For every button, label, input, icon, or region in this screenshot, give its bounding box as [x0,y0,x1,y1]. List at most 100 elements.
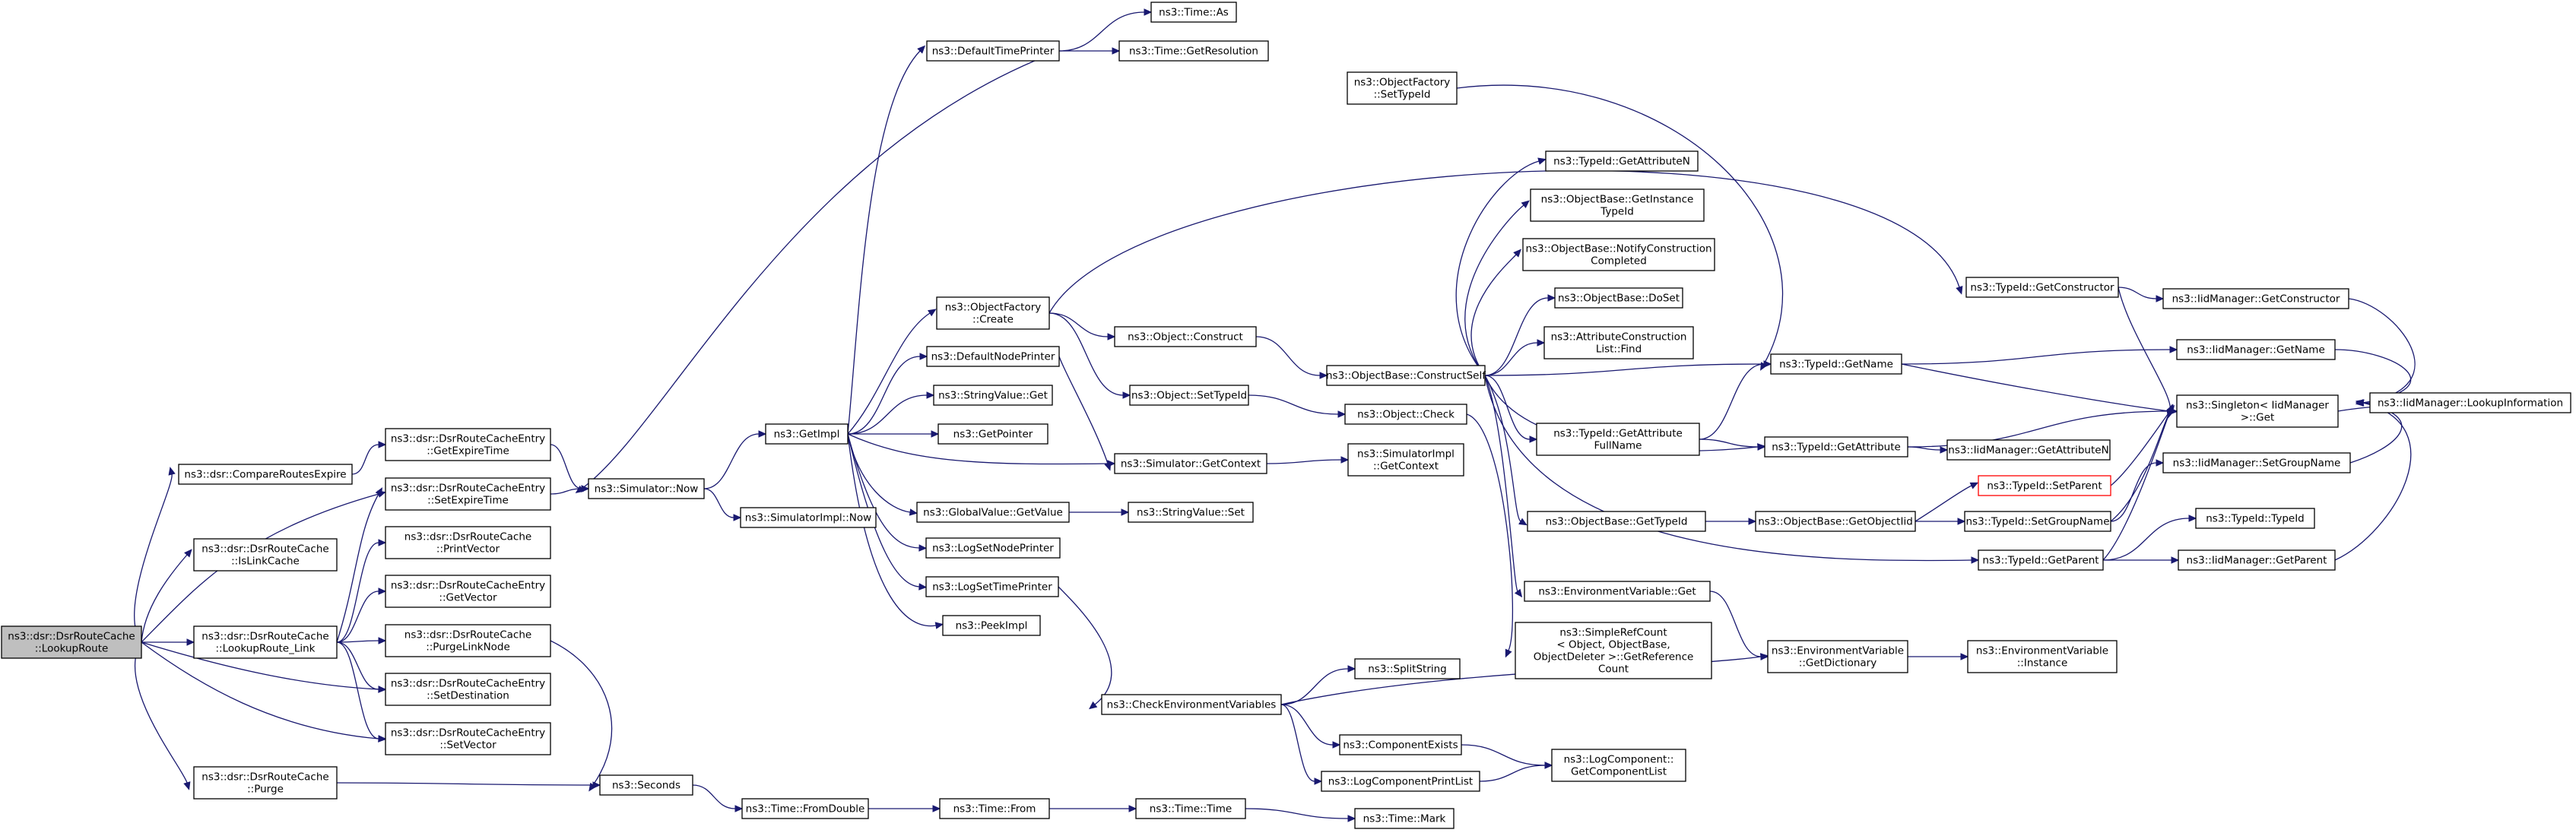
node-simnow[interactable]: ns3::Simulator::Now [588,478,705,499]
node-iidgetparent[interactable]: ns3::IidManager::GetParent [2178,549,2336,571]
node-islinkcache[interactable]: ns3::dsr::DsrRouteCache::IsLinkCache [193,538,338,572]
node-objectbasegettypeid[interactable]: ns3::ObjectBase::GetTypeId [1527,511,1706,532]
node-logsettimeprinter[interactable]: ns3::LogSetTimePrinter [925,576,1059,597]
node-typeidgetconstructor[interactable]: ns3::TypeId::GetConstructor [1965,277,2119,298]
node-doset[interactable]: ns3::ObjectBase::DoSet [1554,287,1683,309]
node-timegetresolution[interactable]: ns3::Time::GetResolution [1118,40,1269,62]
node-label: ::Instance [2017,657,2068,670]
node-label: ns3::PeekImpl [956,620,1028,632]
node-stringvalueget[interactable]: ns3::StringValue::Get [933,385,1053,406]
node-fromdouble[interactable]: ns3::Time::FromDouble [741,798,869,819]
node-timetime[interactable]: ns3::Time::Time [1135,798,1246,819]
node-lookuproute_link[interactable]: ns3::dsr::DsrRouteCache::LookupRoute_Lin… [193,625,338,659]
edge-purge-to-seconds [336,781,601,789]
node-setdestination[interactable]: ns3::dsr::DsrRouteCacheEntry::SetDestina… [385,673,551,706]
node-printvector[interactable]: ns3::dsr::DsrRouteCache::PrintVector [385,526,551,559]
node-envinstance[interactable]: ns3::EnvironmentVariable::Instance [1967,640,2118,673]
edge-objectcheck-to-simplerefcount [1466,413,1514,658]
node-notifyconstruction[interactable]: ns3::ObjectBase::NotifyConstructionCompl… [1522,238,1715,271]
node-stringvalueset[interactable]: ns3::StringValue::Set [1128,502,1254,523]
node-compareroutesexpire[interactable]: ns3::dsr::CompareRoutesExpire [178,464,353,485]
node-getexpiretime[interactable]: ns3::dsr::DsrRouteCacheEntry::GetExpireT… [385,428,551,461]
node-logcomponentprintlist[interactable]: ns3::LogComponentPrintList [1321,771,1480,792]
node-box [1347,71,1458,105]
node-getvector[interactable]: ns3::dsr::DsrRouteCacheEntry::GetVector [385,575,551,608]
node-box [765,423,849,445]
node-iidgetconstructor[interactable]: ns3::IidManager::GetConstructor [2162,288,2349,309]
node-setvector[interactable]: ns3::dsr::DsrRouteCacheEntry::SetVector [385,722,551,755]
node-constructself[interactable]: ns3::ObjectBase::ConstructSelf [1326,365,1486,386]
node-label: ns3::Time::Time [1150,803,1232,815]
node-objectfactorycreate[interactable]: ns3::ObjectFactory::Create [936,296,1050,330]
node-iidlookupinformation[interactable]: ns3::IidManager::LookupInformation [2369,392,2571,413]
node-defaulttimeprinter[interactable]: ns3::DefaultTimePrinter [926,40,1060,62]
node-defaultnodeprinter[interactable]: ns3::DefaultNodePrinter [926,346,1060,367]
node-label: ns3::dsr::DsrRouteCache [201,631,328,643]
node-label: ns3::GetImpl [774,429,840,441]
node-iidsetgroupname[interactable]: ns3::IidManager::SetGroupName [2162,452,2351,473]
node-peekimpl[interactable]: ns3::PeekImpl [942,615,1041,636]
node-purge[interactable]: ns3::dsr::DsrRouteCache::Purge [193,766,338,800]
node-singletonget[interactable]: ns3::Singleton< IidManager>::Get [2176,394,2339,428]
edge-arrowhead [1347,815,1356,822]
edge-line [1484,375,1972,562]
node-timemark[interactable]: ns3::Time::Mark [1354,808,1455,829]
node-timefrom[interactable]: ns3::Time::From [939,798,1050,819]
node-box [1770,353,1902,375]
node-objectsettypeid[interactable]: ns3::Object::SetTypeId [1129,385,1249,406]
node-getobjectiid[interactable]: ns3::ObjectBase::GetObjectIid [1755,511,1916,532]
edge-arrowhead [1505,648,1512,658]
node-typeidgetname[interactable]: ns3::TypeId::GetName [1770,353,1902,375]
node-simimplgetcontext[interactable]: ns3::SimulatorImpl::GetContext [1347,443,1464,477]
node-getimpl[interactable]: ns3::GetImpl [765,423,849,445]
node-seconds[interactable]: ns3::Seconds [599,774,693,796]
edge-line [1048,312,1109,337]
node-splitstring[interactable]: ns3::SplitString [1354,658,1461,679]
node-label: >::Get [2241,412,2274,424]
node-purgelinknode[interactable]: ns3::dsr::DsrRouteCache::PurgeLinkNode [385,624,551,657]
edge-arrowhead [918,544,928,552]
node-iidgetattributen[interactable]: ns3::IidManager::GetAttributeN [1946,439,2111,461]
edge-arrowhead [927,309,937,317]
node-typeidgetattribute[interactable]: ns3::TypeId::GetAttribute [1764,436,1908,458]
node-label: ns3::IidManager::SetGroupName [2173,458,2341,470]
edge-arrowhead [378,441,387,448]
node-lookuproute[interactable]: ns3::dsr::DsrRouteCache::LookupRoute [1,625,142,659]
node-getpointer[interactable]: ns3::GetPointer [937,423,1048,445]
node-box [1129,385,1249,406]
node-typeidtypeid[interactable]: ns3::TypeId::TypeId [2195,508,2315,529]
node-simplerefcount[interactable]: ns3::SimpleRefCount< Object, ObjectBase,… [1515,622,1712,679]
node-globalvaluegetvalue[interactable]: ns3::GlobalValue::GetValue [916,502,1070,523]
node-getattributen[interactable]: ns3::TypeId::GetAttributeN [1545,150,1699,172]
node-checkenv[interactable]: ns3::CheckEnvironmentVariables [1101,694,1282,715]
edge-arrowhead [1112,47,1121,55]
node-envgetdictionary[interactable]: ns3::EnvironmentVariable::GetDictionary [1767,640,1908,673]
node-typeidgetparent[interactable]: ns3::TypeId::GetParent [1978,549,2104,571]
edge-constructself-to-doset [1484,294,1556,376]
node-logsetnodeprinter[interactable]: ns3::LogSetNodePrinter [925,537,1061,559]
node-typeidsetparent[interactable]: ns3::TypeId::SetParent [1978,475,2111,496]
node-objfactorysettypeid[interactable]: ns3::ObjectFactory::SetTypeId [1347,71,1458,105]
node-setexpiretime[interactable]: ns3::dsr::DsrRouteCacheEntry::SetExpireT… [385,477,551,511]
node-componentexists[interactable]: ns3::ComponentExists [1339,734,1462,755]
node-typeidsetgroupname[interactable]: ns3::TypeId::SetGroupName [1964,511,2111,532]
node-iidgetname[interactable]: ns3::IidManager::GetName [2176,339,2336,360]
node-label: ns3::TypeId::GetAttribute [1553,428,1683,440]
edge-arrowhead [1757,443,1766,451]
node-label: ns3::dsr::DsrRouteCache [201,543,328,556]
node-box [599,774,693,796]
node-simimplnow[interactable]: ns3::SimulatorImpl::Now [740,507,877,528]
node-label: ns3::ObjectBase::GetObjectIid [1758,516,1913,528]
node-label: ns3::EnvironmentVariable::Get [1538,586,1696,598]
node-objectconstruct[interactable]: ns3::Object::Construct [1114,326,1257,347]
node-box [1530,188,1705,222]
node-envget[interactable]: ns3::EnvironmentVariable::Get [1524,581,1711,602]
edge-lookuproute-to-purge [135,641,191,790]
node-objectcheck[interactable]: ns3::Object::Check [1344,404,1467,425]
node-getcomponentlist[interactable]: ns3::LogComponent::GetComponentList [1551,749,1686,782]
node-simgetcontext[interactable]: ns3::Simulator::GetContext [1114,453,1267,474]
node-timeas[interactable]: ns3::Time::As [1150,2,1237,23]
